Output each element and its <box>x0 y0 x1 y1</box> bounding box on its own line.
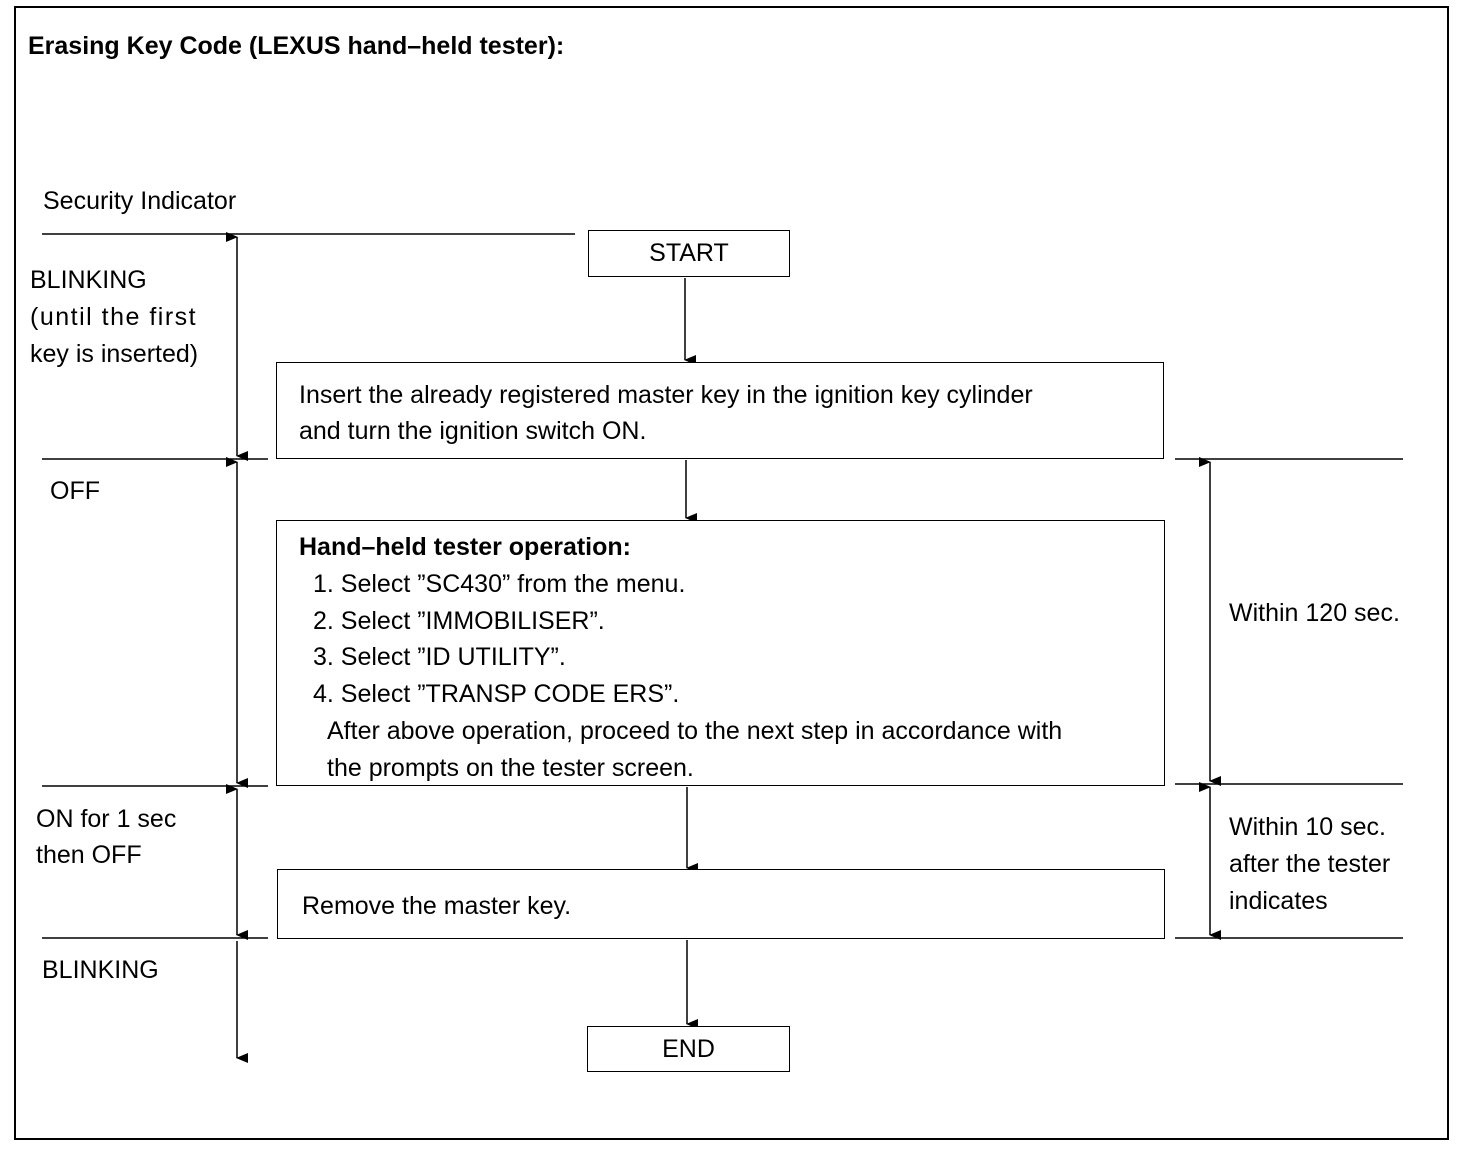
step-insert-key-text: Insert the already registered master key… <box>299 381 1033 409</box>
tester-step-item: 1. Select ”SC430” from the menu. <box>313 569 686 598</box>
start-box: START <box>588 230 790 277</box>
indicator-blinking-label: BLINKING <box>42 956 159 984</box>
diagram-frame <box>14 6 1449 1140</box>
indicator-blinking-note: (until the first <box>30 303 198 331</box>
tester-step-item: 4. Select ”TRANSP CODE ERS”. <box>313 680 680 708</box>
start-label: START <box>649 239 729 267</box>
indicator-on-label: then OFF <box>36 841 142 869</box>
column-header-security-indicator: Security Indicator <box>43 187 237 215</box>
tester-step-note: the prompts on the tester screen. <box>327 753 694 782</box>
step-remove-key-text: Remove the master key. <box>302 892 572 920</box>
step-insert-key-text: and turn the ignition switch ON. <box>299 417 647 446</box>
step-tester-operation-box: Hand–held tester operation: 1. Select ”S… <box>276 520 1165 786</box>
timing-label-10-sec: indicates <box>1229 887 1328 915</box>
timing-label-10-sec: after the tester <box>1229 850 1391 878</box>
tester-step-item: 3. Select ”ID UTILITY”. <box>313 643 566 672</box>
tester-step-item: 2. Select ”IMMOBILISER”. <box>313 606 605 635</box>
diagram-title: Erasing Key Code (LEXUS hand–held tester… <box>28 32 565 60</box>
indicator-blinking-note: key is inserted) <box>30 340 199 368</box>
timing-label-10-sec: Within 10 sec. <box>1229 813 1387 841</box>
indicator-on-label: ON for 1 sec <box>36 805 177 833</box>
indicator-blinking-label: BLINKING <box>30 266 147 294</box>
tester-step-note: After above operation, proceed to the ne… <box>327 716 1063 745</box>
step-tester-operation-heading: Hand–held tester operation: <box>299 533 631 561</box>
timing-label-120-sec: Within 120 sec. <box>1229 599 1400 627</box>
end-label: END <box>662 1034 715 1063</box>
indicator-off-label: OFF <box>50 477 100 505</box>
step-insert-key-box: Insert the already registered master key… <box>276 362 1164 459</box>
step-remove-key-box: Remove the master key. <box>277 869 1165 939</box>
end-box: END <box>587 1026 790 1072</box>
